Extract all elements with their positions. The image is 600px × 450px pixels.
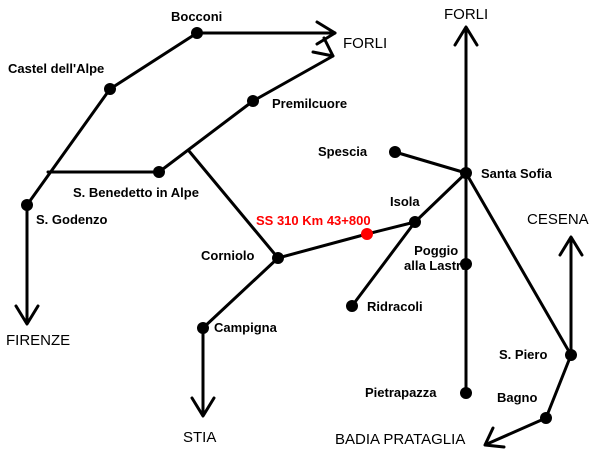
road-santasofia-spiero <box>464 171 573 357</box>
town-marker-s-godenzo <box>21 199 33 211</box>
label-s-godenzo: S. Godenzo <box>36 212 108 227</box>
label-poggio-alla-lastra: Poggio alla Lastra <box>404 243 468 273</box>
highlight-marker <box>361 228 373 240</box>
label-spescia: Spescia <box>318 144 368 159</box>
arrow-icon-forli-top <box>453 25 479 47</box>
label-poggio-line1: Poggio <box>414 243 459 258</box>
destination-firenze: FIRENZE <box>6 332 71 349</box>
label-bocconi: Bocconi <box>171 9 223 24</box>
arrow-icon-forli-left <box>315 20 337 46</box>
highlight-label: SS 310 Km 43+800 <box>256 213 371 228</box>
road-corniolo-isola-santasofia <box>276 171 468 260</box>
arrow-icon-firenze <box>14 304 40 326</box>
town-marker-isola <box>409 216 421 228</box>
arrow-icon-stia <box>190 396 216 418</box>
town-marker-premilcuore <box>247 95 259 107</box>
road-campigna-stia <box>201 256 280 415</box>
road-benedetto-premilcuore-forli <box>157 54 335 174</box>
town-marker-corniolo <box>272 252 284 264</box>
label-s-piero: S. Piero <box>499 347 548 362</box>
town-marker-castel-dell-alpe <box>104 83 116 95</box>
label-bagno: Bagno <box>497 390 538 405</box>
label-campigna: Campigna <box>214 320 277 335</box>
label-corniolo: Corniolo <box>201 248 255 263</box>
road-godenzo-castel-bocconi <box>25 31 199 207</box>
town-marker-santa-sofia <box>460 167 472 179</box>
road-corniolo-junction <box>187 149 280 260</box>
destination-cesena: CESENA <box>527 211 589 228</box>
roads <box>25 28 573 446</box>
town-marker-campigna <box>197 322 209 334</box>
town-marker-pietrapazza <box>460 387 472 399</box>
label-isola: Isola <box>390 194 420 209</box>
destination-stia: STIA <box>183 429 217 446</box>
road-isola-ridracoli <box>350 220 417 308</box>
label-santa-sofia: Santa Sofia <box>481 166 552 181</box>
town-marker-bocconi <box>191 27 203 39</box>
arrow-icon-cesena <box>558 235 584 257</box>
label-premilcuore: Premilcuore <box>272 96 348 111</box>
town-markers <box>21 27 577 424</box>
town-marker-bagno <box>540 412 552 424</box>
town-marker-spescia <box>389 146 401 158</box>
direction-arrows <box>14 20 584 449</box>
town-marker-ridracoli <box>346 300 358 312</box>
destination-forli-left: FORLI <box>343 35 388 52</box>
label-castel-dell-alpe: Castel dell'Alpe <box>8 61 105 76</box>
arrow-icon-badia-prataglia <box>483 426 506 449</box>
label-s-benedetto: S. Benedetto in Alpe <box>73 185 199 200</box>
destination-badia-prataglia: BADIA PRATAGLIA <box>335 431 466 448</box>
road-spescia-santasofia <box>393 150 468 175</box>
label-poggio-line2: alla Lastra <box>404 258 469 273</box>
label-ridracoli: Ridracoli <box>367 299 423 314</box>
town-marker-s-benedetto <box>153 166 165 178</box>
destination-forli-top: FORLI <box>444 6 489 23</box>
arrow-icon-forli-premilcuore <box>311 36 335 58</box>
town-marker-s-piero <box>565 349 577 361</box>
town-marker-poggio-alla-lastra <box>460 258 472 270</box>
label-pietrapazza: Pietrapazza <box>365 385 437 400</box>
